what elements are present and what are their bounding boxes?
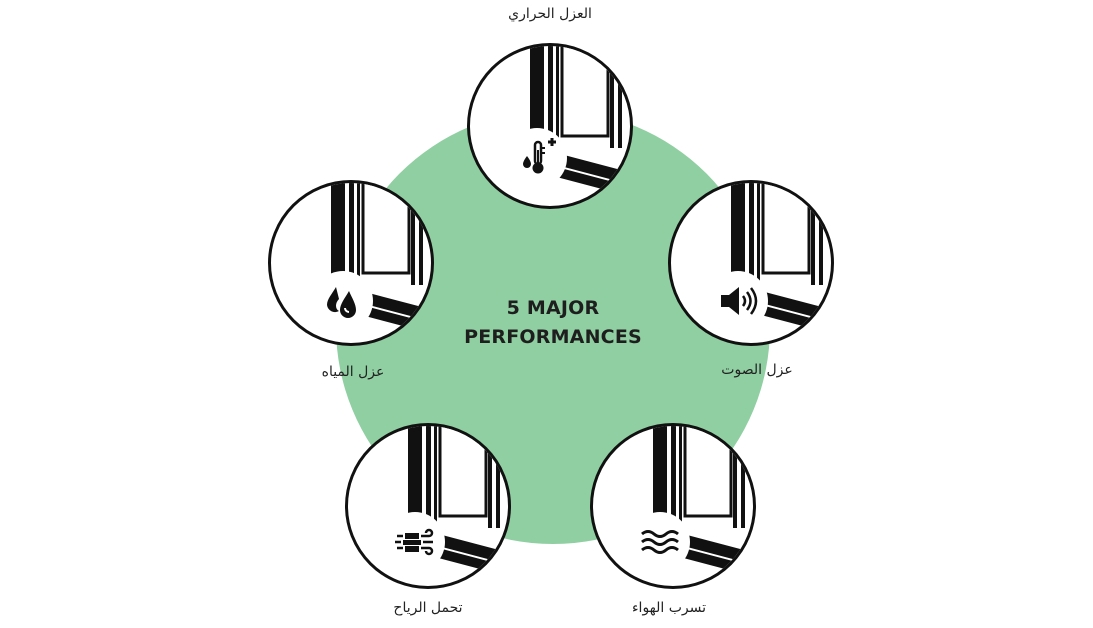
node-air-leakage bbox=[590, 423, 756, 589]
icon-badge bbox=[708, 271, 768, 331]
label-water-tightness: عزل المياه bbox=[321, 364, 385, 380]
icon-badge bbox=[630, 512, 690, 572]
node-thermal-insulation bbox=[467, 43, 633, 209]
icon-badge bbox=[385, 512, 445, 572]
window-frame-image bbox=[530, 46, 630, 197]
node-wind-resistance bbox=[345, 423, 511, 589]
thermometer-icon bbox=[523, 138, 556, 174]
icon-badge bbox=[313, 271, 373, 331]
icon-badge bbox=[507, 128, 567, 188]
label-sound-insulation: عزل الصوت bbox=[721, 362, 793, 378]
speaker-icon bbox=[721, 287, 758, 315]
label-air-leakage: تسرب الهواء bbox=[631, 600, 707, 616]
center-title: 5 MAJOR PERFORMANCES bbox=[420, 294, 686, 352]
center-title-line-1: 5 MAJOR bbox=[506, 297, 600, 319]
label-thermal-insulation: العزل الحراري bbox=[508, 6, 592, 22]
label-wind-resistance: تحمل الرياح bbox=[393, 600, 463, 616]
node-water-tightness bbox=[268, 180, 434, 346]
center-title-line-2: PERFORMANCES bbox=[464, 326, 642, 348]
air-waves-icon bbox=[641, 530, 679, 554]
wind-icon bbox=[395, 528, 434, 556]
node-sound-insulation bbox=[668, 180, 834, 346]
water-drops-icon bbox=[327, 287, 356, 318]
